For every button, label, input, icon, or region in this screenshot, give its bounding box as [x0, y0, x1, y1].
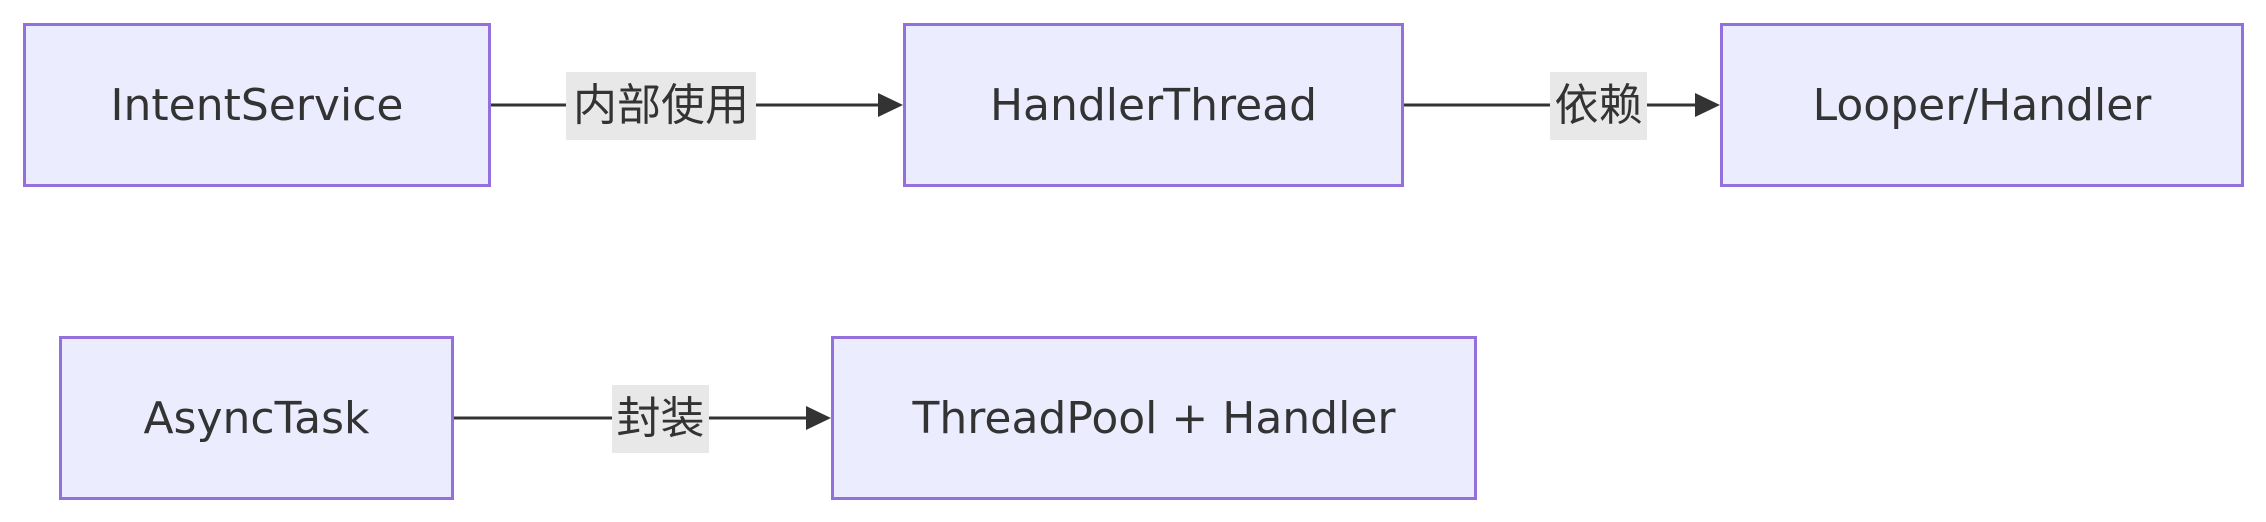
edge-label-wraps: 封装 [612, 385, 709, 453]
node-intentservice: IntentService [23, 23, 491, 187]
node-asynctask: AsyncTask [59, 336, 454, 500]
node-label: AsyncTask [143, 392, 370, 444]
node-label: HandlerThread [989, 79, 1318, 131]
node-label: ThreadPool + Handler [912, 392, 1396, 444]
node-label: IntentService [110, 79, 404, 131]
edge-label-depends: 依赖 [1550, 72, 1647, 140]
edge-label-internal-use: 内部使用 [566, 72, 756, 140]
node-handlerthread: HandlerThread [903, 23, 1404, 187]
arrowhead-icon [1695, 93, 1720, 117]
arrowhead-icon [806, 406, 831, 430]
node-threadpool-handler: ThreadPool + Handler [831, 336, 1477, 500]
arrowhead-icon [878, 93, 903, 117]
node-label: Looper/Handler [1812, 79, 2152, 131]
node-looper-handler: Looper/Handler [1720, 23, 2244, 187]
